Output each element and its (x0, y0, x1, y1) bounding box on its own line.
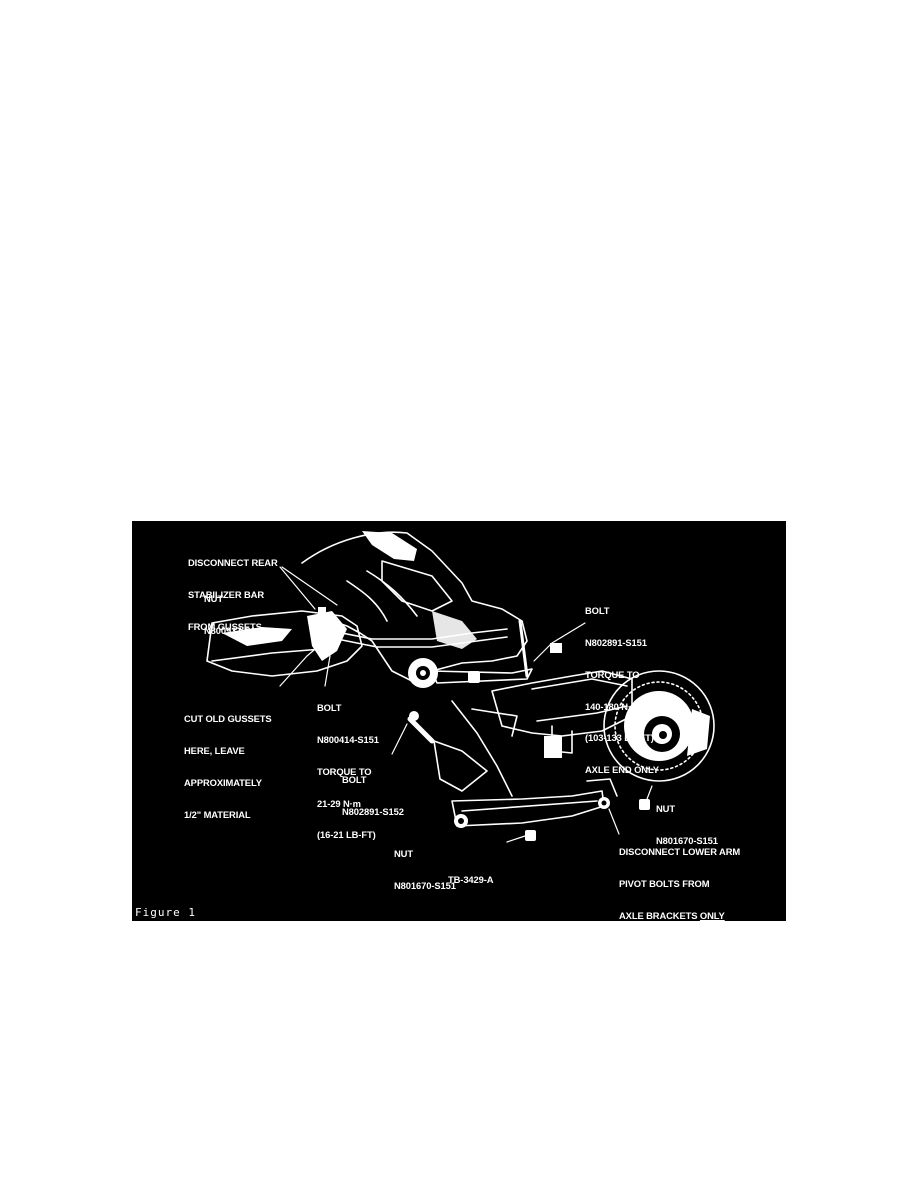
brake-rotor (603, 670, 715, 782)
frame-rail (301, 531, 528, 682)
brake-caliper (687, 709, 710, 756)
gusset (307, 611, 347, 661)
bolt-lower-icon (407, 716, 435, 744)
callout-nut-bottom: NUT N801670-S151 (394, 848, 456, 891)
leader-lines (279, 566, 653, 843)
callout-disconnect-stabilizer: DISCONNECT REAR STABILIZER BAR FROM GUSS… (188, 557, 278, 632)
rear-suspension-illustration (206, 531, 715, 843)
callout-cut-gussets: CUT OLD GUSSETS HERE, LEAVE APPROXIMATEL… (184, 713, 272, 820)
callout-bolt-gusset: BOLT N800414-S151 TORQUE TO 21-29 N·m (1… (317, 702, 379, 841)
only-emphasis: ONLY (699, 909, 725, 921)
figure-caption: Figure 1 (135, 906, 196, 919)
floor-pan (206, 610, 363, 677)
upper-arm (431, 668, 533, 684)
reference-code: TB-3429-A (448, 874, 494, 885)
callout-nut-right: NUT N801670-S151 (656, 803, 718, 846)
callout-bolt-lower: BOLT N802891-S152 (342, 774, 404, 817)
nut-right-icon (639, 799, 650, 810)
callout-nut-top: NUT N800937-S100 (204, 593, 266, 636)
callout-bolt-axle-end: BOLT N802891-S151 TORQUE TO 140-180 N·m … (585, 605, 659, 776)
lower-arm (451, 790, 605, 827)
nut-bottom-icon (525, 830, 536, 841)
figure-panel: DISCONNECT REAR STABILIZER BAR FROM GUSS… (132, 521, 786, 921)
callout-disconnect-lower-arm: DISCONNECT LOWER ARM PIVOT BOLTS FROM AX… (619, 846, 741, 921)
